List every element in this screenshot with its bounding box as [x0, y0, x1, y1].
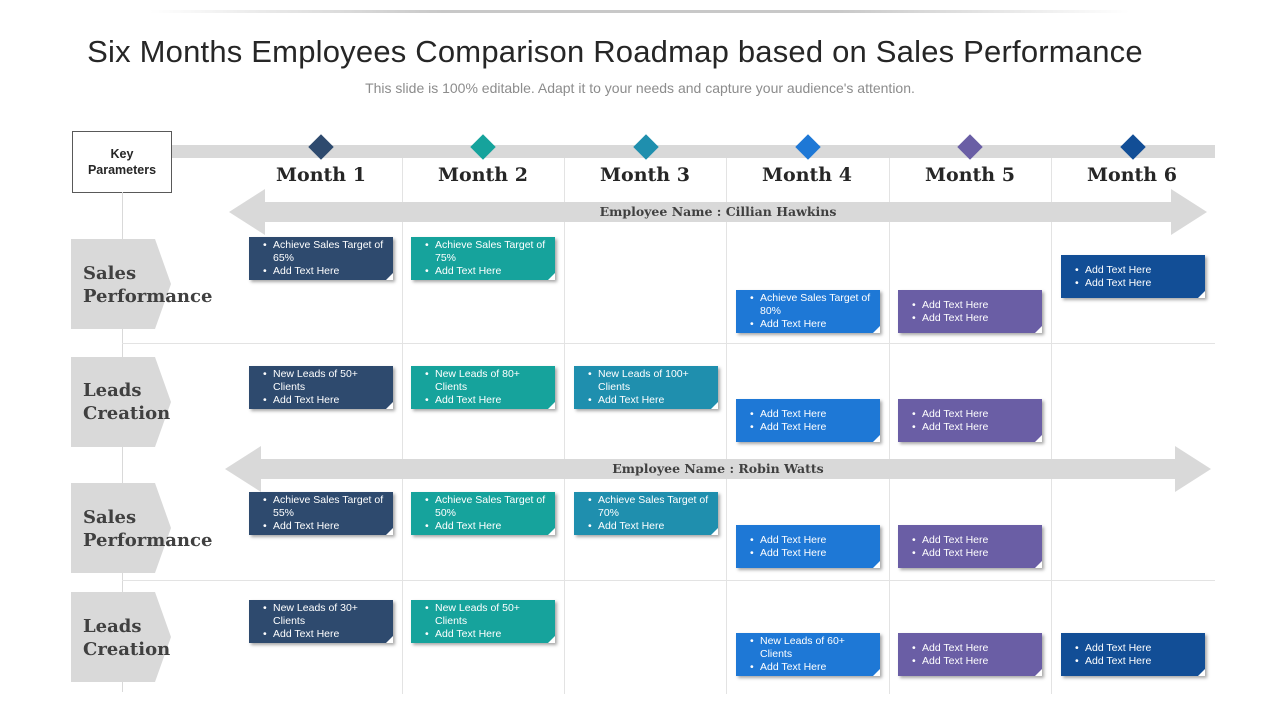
card-bullet: Add Text Here — [1075, 277, 1199, 290]
card: New Leads of 50+ ClientsAdd Text Here — [249, 366, 393, 409]
row-4-tab — [71, 592, 171, 682]
card-bullet: Add Text Here — [912, 408, 1036, 421]
card: Add Text HereAdd Text Here — [898, 399, 1042, 442]
card: Achieve Sales Target of 80%Add Text Here — [736, 290, 880, 333]
card: New Leads of 60+ ClientsAdd Text Here — [736, 633, 880, 676]
row-3-tab — [71, 483, 171, 573]
card-bullet: Achieve Sales Target of 50% — [425, 494, 549, 520]
card: Achieve Sales Target of 55%Add Text Here — [249, 492, 393, 535]
card-bullet: New Leads of 60+ Clients — [750, 635, 874, 661]
card: Achieve Sales Target of 65%Add Text Here — [249, 237, 393, 280]
grid-vline — [889, 158, 890, 694]
card: Add Text HereAdd Text Here — [1061, 255, 1205, 298]
card-bullet: Add Text Here — [912, 534, 1036, 547]
card: Add Text HereAdd Text Here — [1061, 633, 1205, 676]
card-bullet: New Leads of 80+ Clients — [425, 368, 549, 394]
card-bullet: Add Text Here — [750, 421, 874, 434]
card-bullet: Add Text Here — [425, 394, 549, 407]
card-bullet: Add Text Here — [588, 520, 712, 533]
card-bullet: Add Text Here — [263, 394, 387, 407]
card-bullet: Add Text Here — [588, 394, 712, 407]
top-rule — [150, 10, 1130, 13]
card-bullet: Add Text Here — [912, 421, 1036, 434]
card: New Leads of 100+ ClientsAdd Text Here — [574, 366, 718, 409]
card: Achieve Sales Target of 75%Add Text Here — [411, 237, 555, 280]
month-6-label: Month 6 — [1087, 164, 1177, 186]
card: New Leads of 80+ ClientsAdd Text Here — [411, 366, 555, 409]
card-bullet: Add Text Here — [912, 655, 1036, 668]
row-1-label-line2: Performance — [83, 286, 213, 307]
row-3-label-line1: Sales — [83, 507, 137, 528]
row-3-label-line2: Performance — [83, 530, 213, 551]
card-bullet: Add Text Here — [1075, 264, 1199, 277]
card-bullet: Add Text Here — [425, 520, 549, 533]
grid-hline — [122, 580, 1215, 581]
card-bullet: Add Text Here — [912, 642, 1036, 655]
card-bullet: Add Text Here — [912, 547, 1036, 560]
grid-vline — [726, 158, 727, 694]
row-2-label-line1: Leads — [83, 380, 142, 401]
card-bullet: Add Text Here — [263, 520, 387, 533]
card-bullet: Add Text Here — [750, 408, 874, 421]
month-4-label: Month 4 — [762, 164, 852, 186]
card: Add Text HereAdd Text Here — [736, 399, 880, 442]
card-bullet: Add Text Here — [425, 628, 549, 641]
card-bullet: Add Text Here — [750, 661, 874, 674]
card: Achieve Sales Target of 50%Add Text Here — [411, 492, 555, 535]
card-bullet: Add Text Here — [263, 265, 387, 278]
row-1-tab — [71, 239, 171, 329]
row-4-label-line2: Creation — [83, 639, 171, 660]
employee-1-label: Employee Name : Cillian Hawkins — [599, 204, 837, 219]
slide-subtitle: This slide is 100% editable. Adapt it to… — [365, 80, 915, 96]
grid-hline — [122, 343, 1215, 344]
card-bullet: Add Text Here — [1075, 642, 1199, 655]
card-bullet: Add Text Here — [750, 547, 874, 560]
card-bullet: New Leads of 50+ Clients — [263, 368, 387, 394]
employee-2-arrow — [225, 446, 1211, 492]
card-bullet: Add Text Here — [425, 265, 549, 278]
grid-vline — [1051, 158, 1052, 694]
card: New Leads of 30+ ClientsAdd Text Here — [249, 600, 393, 643]
card: Add Text HereAdd Text Here — [898, 290, 1042, 333]
card-bullet: Achieve Sales Target of 55% — [263, 494, 387, 520]
card-bullet: Achieve Sales Target of 65% — [263, 239, 387, 265]
card-bullet: Achieve Sales Target of 70% — [588, 494, 712, 520]
card-bullet: New Leads of 100+ Clients — [588, 368, 712, 394]
row-1-label-line1: Sales — [83, 263, 137, 284]
employee-1-arrow — [229, 189, 1207, 235]
key-parameters-box: Key Parameters — [72, 131, 172, 193]
row-2-label-line2: Creation — [83, 403, 171, 424]
row-2-tab — [71, 357, 171, 447]
card-bullet: Add Text Here — [912, 299, 1036, 312]
month-3-label: Month 3 — [600, 164, 690, 186]
card-bullet: New Leads of 50+ Clients — [425, 602, 549, 628]
card-bullet: Add Text Here — [750, 318, 874, 331]
card: New Leads of 50+ ClientsAdd Text Here — [411, 600, 555, 643]
grid-vline — [402, 158, 403, 694]
timeline-bar — [170, 145, 1215, 158]
card: Add Text HereAdd Text Here — [736, 525, 880, 568]
card-bullet: Add Text Here — [1075, 655, 1199, 668]
employee-2-label: Employee Name : Robin Watts — [612, 461, 824, 476]
month-1-label: Month 1 — [276, 164, 366, 186]
card-bullet: Achieve Sales Target of 80% — [750, 292, 874, 318]
card-bullet: Add Text Here — [263, 628, 387, 641]
slide-title: Six Months Employees Comparison Roadmap … — [87, 34, 1143, 69]
row-4-label-line1: Leads — [83, 616, 142, 637]
month-5-label: Month 5 — [925, 164, 1015, 186]
card: Add Text HereAdd Text Here — [898, 633, 1042, 676]
card-bullet: Add Text Here — [912, 312, 1036, 325]
card-bullet: Add Text Here — [750, 534, 874, 547]
grid-vline — [564, 158, 565, 694]
card-bullet: Achieve Sales Target of 75% — [425, 239, 549, 265]
card-bullet: New Leads of 30+ Clients — [263, 602, 387, 628]
month-2-label: Month 2 — [438, 164, 528, 186]
card: Add Text HereAdd Text Here — [898, 525, 1042, 568]
card: Achieve Sales Target of 70%Add Text Here — [574, 492, 718, 535]
